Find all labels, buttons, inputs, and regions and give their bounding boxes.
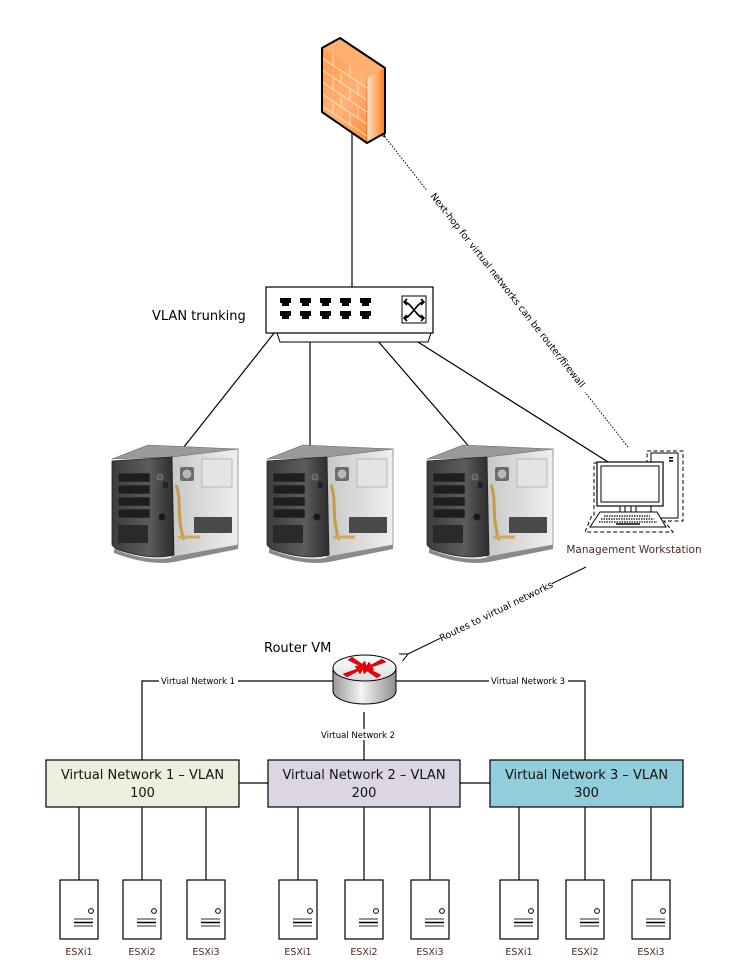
router-arrows-icon [342,656,387,679]
esxi-host-label: ESXi2 [571,947,598,958]
virtual-networks: ESXi1 ESXi2 ESXi3 Virtual Network 1 – VLAN 1… [45,759,684,958]
virtual-network-1: ESXi1 ESXi2 ESXi3 Virtual Network 1 – VLAN 1… [45,759,240,958]
workstation-icon[interactable] [584,450,684,533]
router-icon[interactable] [332,654,397,705]
vlan-id-label: 200 [352,786,377,801]
ethernet-port-icon [300,298,311,306]
esxi-server-icon[interactable] [278,879,318,940]
vlan-box-title: Virtual Network 1 – VLAN [61,768,224,783]
esxi-server-icon[interactable] [410,879,450,940]
esxi-host-label: ESXi3 [192,947,219,958]
esxi-host-label: ESXi1 [284,947,311,958]
vlan-box[interactable] [45,759,240,808]
router-vm-label: Router VM [264,641,331,656]
esxi-server-icon[interactable] [344,879,384,940]
ethernet-port-icon [300,311,311,319]
server-tower-icon[interactable] [266,444,394,563]
esxi-server-icon[interactable] [59,879,99,940]
esxi-server-icon[interactable] [631,879,671,940]
esxi-server-icon[interactable] [122,879,162,940]
vlan-id-label: 100 [130,786,155,801]
ethernet-port-icon [340,311,351,319]
vlan-trunking-label: VLAN trunking [152,309,246,324]
vn2-link-label: Virtual Network 2 [321,731,395,741]
ethernet-port-icon [280,311,291,319]
switch-ports [280,298,371,319]
esxi-host-label: ESXi1 [505,947,532,958]
ethernet-port-icon [360,311,371,319]
esxi-host-label: ESXi2 [128,947,155,958]
ethernet-port-icon [320,298,331,306]
management-workstation-label: Management Workstation [566,544,701,556]
vlan-box[interactable] [267,759,461,808]
vlan-box-title: Virtual Network 2 – VLAN [282,768,445,783]
esxi-server-icon[interactable] [186,879,226,940]
firewall-icon[interactable] [321,37,386,144]
vn1-link-label: Virtual Network 1 [161,677,235,687]
router-vn1-link [141,680,333,760]
vlan-box-title: Virtual Network 3 – VLAN [505,768,668,783]
physical-hosts [111,444,554,563]
link-labels: Virtual Network 1 Virtual Network 3 Virt… [159,675,568,741]
virtual-network-2: ESXi1 ESXi2 ESXi3 Virtual Network 2 – VLAN 2… [267,759,461,958]
esxi-server-icon[interactable] [499,879,539,940]
esxi-server-icon[interactable] [565,879,605,940]
esxi-host-label: ESXi1 [65,947,92,958]
virtual-network-3: ESXi1 ESXi2 ESXi3 Virtual Network 3 – VLAN 3… [489,759,684,958]
server-tower-icon[interactable] [111,444,239,563]
ethernet-port-icon [360,298,371,306]
esxi-host-label: ESXi3 [637,947,664,958]
switch-host1-link [175,317,287,458]
routes-label: Routes to virtual networks [438,580,555,645]
esxi-host-label: ESXi2 [350,947,377,958]
ethernet-port-icon [340,298,351,306]
next-hop-label: Next-hop for virtual networks can be rou… [428,191,587,390]
vlan-box[interactable] [489,759,684,808]
router-vn3-link [396,680,586,760]
server-tower-icon[interactable] [426,444,554,563]
routes-annotation: Routes to virtual networks [408,566,587,654]
ethernet-port-icon [320,311,331,319]
switch-icon[interactable] [265,286,434,343]
ethernet-port-icon [280,298,291,306]
vlan-id-label: 300 [574,786,599,801]
switch-cross-arrows-icon [402,298,426,322]
vn3-link-label: Virtual Network 3 [491,677,565,687]
esxi-host-label: ESXi3 [416,947,443,958]
